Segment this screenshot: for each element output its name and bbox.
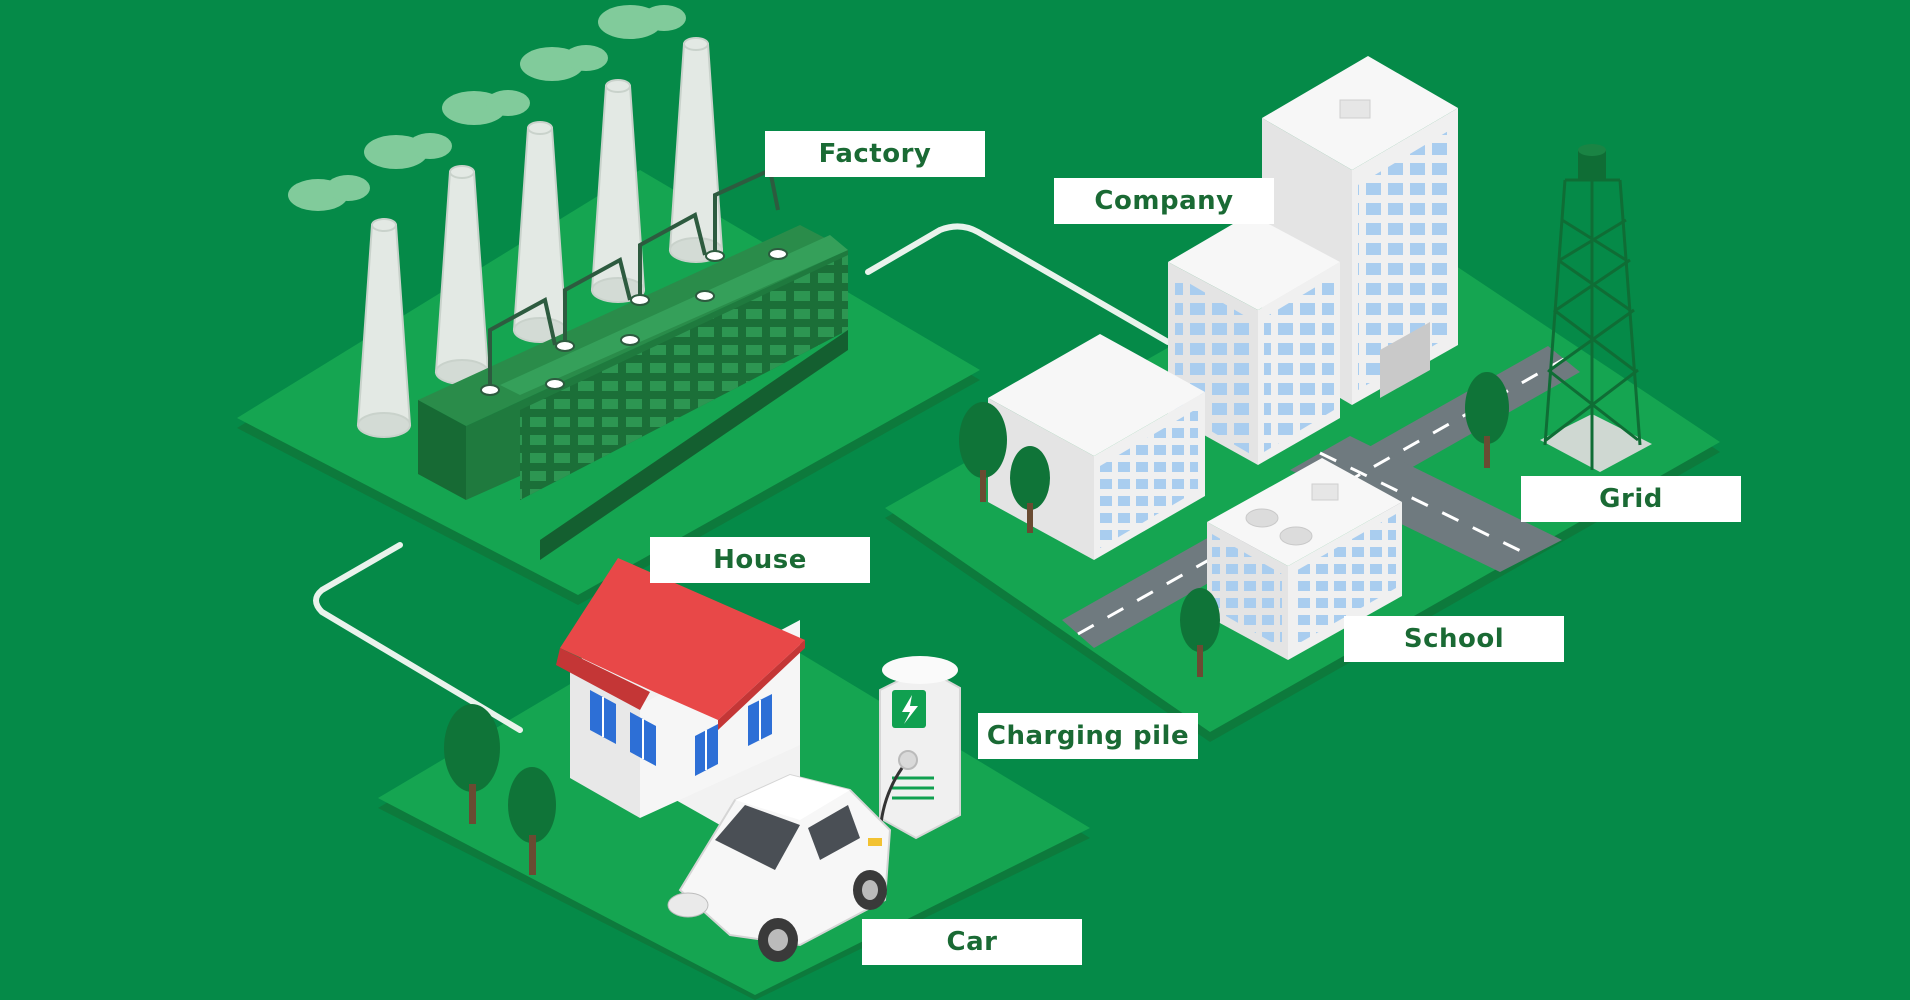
connection-line-factory-house (313, 542, 523, 733)
tree-icon (444, 372, 1509, 875)
car (667, 773, 892, 962)
grid-label: Grid (1521, 476, 1741, 522)
factory-label: Factory (765, 131, 985, 177)
charging-pile-label: Charging pile (978, 713, 1198, 759)
company-label: Company (1054, 178, 1274, 224)
school (1207, 458, 1402, 660)
school-label: School (1344, 616, 1564, 662)
connection-line-factory-company (865, 223, 1171, 345)
house (556, 558, 805, 825)
car-label: Car (862, 919, 1082, 965)
company (988, 56, 1458, 560)
lightning-bolt-icon (902, 695, 918, 724)
house-label: House (650, 537, 870, 583)
grid-tower (1540, 144, 1652, 472)
factory (288, 5, 848, 560)
smoke-icon (288, 5, 686, 211)
charging-pile (878, 656, 961, 841)
